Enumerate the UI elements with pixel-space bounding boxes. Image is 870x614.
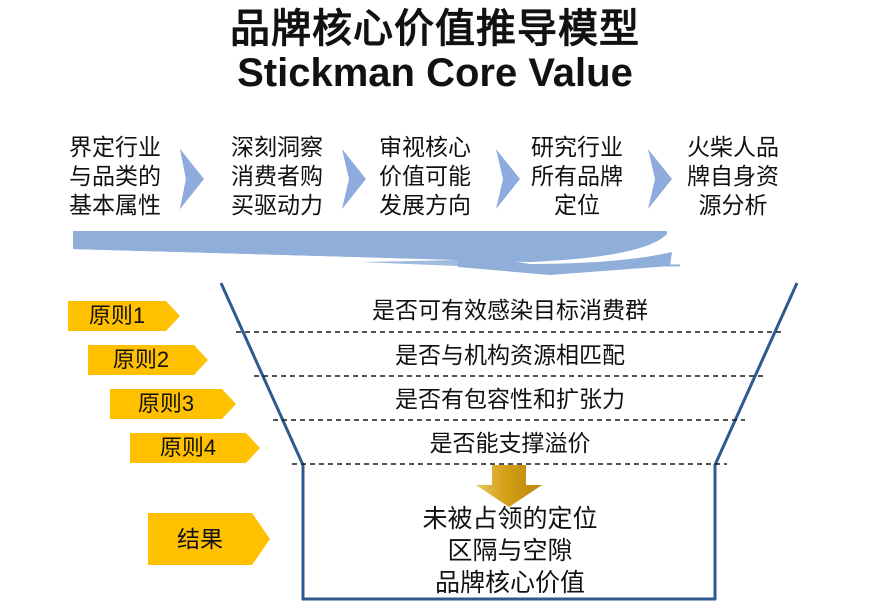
funnel-question-3: 是否有包容性和扩张力 (395, 386, 625, 412)
tag-shape (68, 301, 180, 331)
result-tag-label: 结果 (177, 526, 223, 552)
tag-shape (88, 345, 208, 375)
funnel-question-1: 是否可有效感染目标消费群 (372, 297, 648, 323)
principle-tag-label: 原则2 (112, 347, 170, 372)
principle-tag-1[interactable]: 原则1 (68, 301, 180, 331)
result-tag[interactable]: 结果 (148, 513, 270, 565)
page-title: 品牌核心价值推导模型 Stickman Core Value (0, 6, 870, 96)
chevron-right-icon (342, 149, 366, 209)
principle-tag-label: 原则3 (137, 391, 195, 416)
process-step-row: 界定行业 与品类的 基本属性 深刻洞察 消费者购 买驱动力 审视核心 价值可能 … (56, 133, 816, 225)
principle-tag-label: 原则4 (159, 435, 217, 460)
funnel-question-4: 是否能支撑溢价 (429, 430, 591, 456)
process-step-5: 火柴人品 牌自身资 源分析 (687, 134, 779, 218)
tag-shape (110, 389, 236, 419)
tag-shape (130, 433, 260, 463)
chevron-right-icon (496, 149, 520, 209)
arrow-down-icon (476, 465, 542, 507)
principle-tag-label: 原则1 (88, 303, 146, 328)
process-step-4: 研究行业 所有品牌 定位 (531, 134, 623, 218)
principle-tag-3[interactable]: 原则3 (110, 389, 236, 419)
process-step-3: 审视核心 价值可能 发展方向 (379, 134, 471, 218)
outcome-text: 未被占领的定位 区隔与空隙 品牌核心价值 (422, 505, 598, 597)
chevron-right-icon (180, 149, 204, 209)
funnel-question-2: 是否与机构资源相匹配 (395, 342, 625, 368)
principle-tag-4[interactable]: 原则4 (130, 433, 260, 463)
process-step-2: 深刻洞察 消费者购 买驱动力 (231, 134, 323, 218)
principle-tag-2[interactable]: 原则2 (88, 345, 208, 375)
tag-shape (148, 513, 270, 565)
process-step-1: 界定行业 与品类的 基本属性 (69, 134, 161, 218)
ribbon-banner (73, 231, 680, 275)
title-english: Stickman Core Value (237, 51, 633, 95)
title-chinese: 品牌核心价值推导模型 (230, 7, 640, 51)
chevron-right-icon (648, 149, 672, 209)
